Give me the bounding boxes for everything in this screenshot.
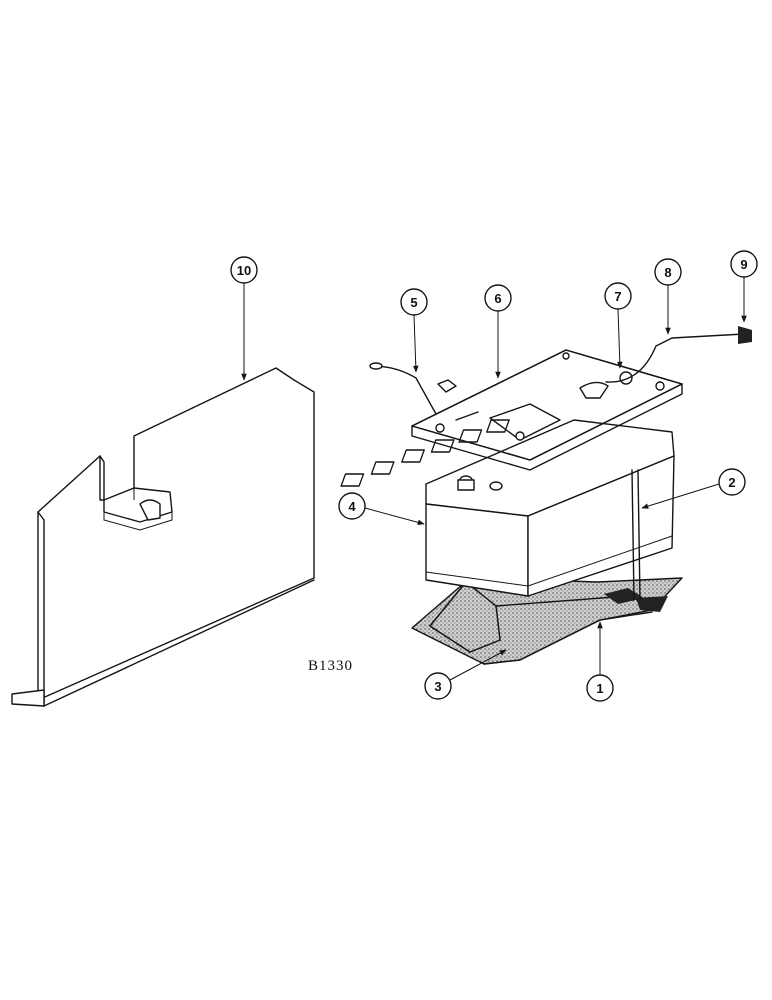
battery-tray (411, 577, 683, 665)
battery-shield-panel (11, 367, 315, 707)
wing-nut-terminal (437, 371, 633, 399)
callout-label-5: 5 (410, 295, 417, 310)
hold-down-frame (411, 349, 683, 471)
callout-5: 5 (400, 288, 428, 373)
callout-3: 3 (424, 649, 507, 700)
battery-vent-caps (340, 419, 510, 487)
callout-7: 7 (604, 282, 632, 369)
callout-label-8: 8 (664, 265, 671, 280)
callout-2: 2 (641, 468, 746, 509)
callout-label-9: 9 (740, 257, 747, 272)
callout-label-6: 6 (494, 291, 501, 306)
callout-9: 9 (730, 250, 758, 323)
callout-label-3: 3 (434, 679, 441, 694)
callout-4: 4 (338, 492, 425, 526)
battery (340, 419, 675, 601)
callout-label-4: 4 (348, 499, 356, 514)
callout-label-1: 1 (596, 681, 603, 696)
callout-label-2: 2 (728, 475, 735, 490)
callout-8: 8 (654, 258, 682, 335)
callout-label-10: 10 (237, 263, 251, 278)
callout-1: 1 (586, 621, 614, 702)
callout-6: 6 (484, 284, 512, 379)
positive-cable (605, 326, 752, 383)
callout-10: 10 (230, 256, 258, 381)
callout-label-7: 7 (614, 289, 621, 304)
ground-cable (369, 362, 437, 415)
drawing-code: B1330 (308, 658, 353, 674)
